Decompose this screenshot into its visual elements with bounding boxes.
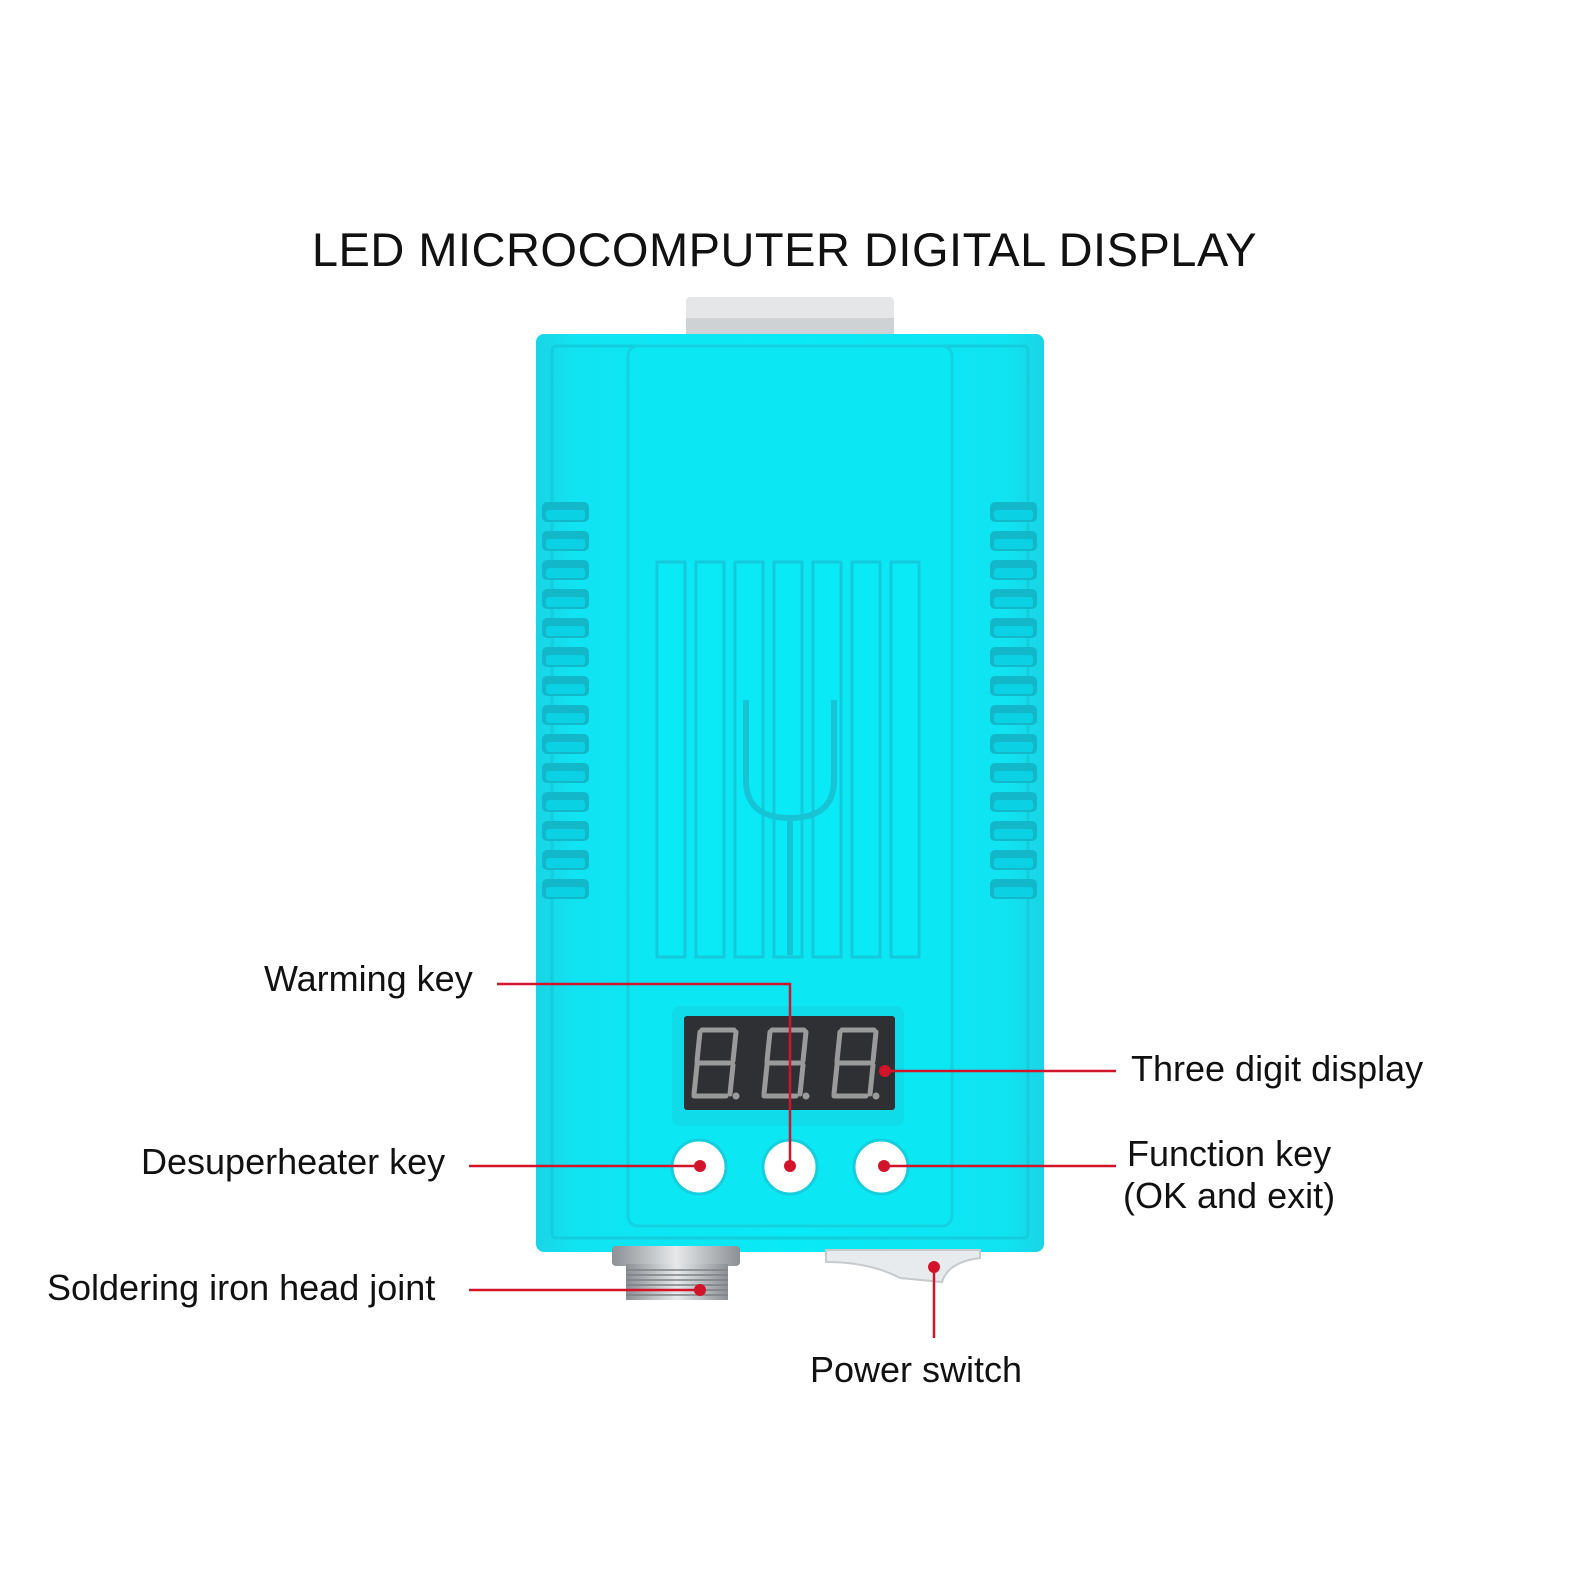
rib [694, 560, 726, 959]
rib [850, 560, 882, 959]
warming-key-callout [497, 982, 792, 1166]
soldering-joint-label: Soldering iron head joint [47, 1267, 436, 1308]
led-segments [691, 1027, 880, 1100]
vent-slots-left [542, 502, 589, 899]
vent-slots-right [990, 502, 1037, 899]
desuperheater-key-label: Desuperheater key [141, 1141, 446, 1182]
function-key-label-line1: Function key [1126, 1133, 1332, 1174]
soldering-iron-joint [612, 1246, 740, 1300]
u-emblem [743, 700, 837, 955]
three-digit-display [672, 1006, 904, 1126]
decimal-point [802, 1092, 810, 1100]
callout-lines [469, 982, 1116, 1338]
digit-eight [831, 1027, 879, 1099]
page-title: LED MICROCOMPUTER DIGITAL DISPLAY [311, 223, 1258, 276]
decimal-point [732, 1092, 740, 1100]
callout-dots [694, 1065, 940, 1296]
digit-eight [691, 1027, 739, 1099]
warming-key-label: Warming key [264, 958, 473, 999]
three-digit-display-label: Three digit display [1131, 1048, 1424, 1089]
rib [889, 560, 921, 959]
function-key-label-line2: (OK and exit) [1123, 1175, 1336, 1216]
power-switch[interactable] [825, 1249, 981, 1284]
decimal-point [872, 1092, 880, 1100]
digit-eight [761, 1027, 809, 1099]
function-key-label: Function key (OK and exit) [1123, 1133, 1335, 1217]
power-switch-label: Power switch [810, 1349, 1023, 1390]
heat-sink-ribs [655, 560, 921, 959]
rib [655, 560, 687, 959]
